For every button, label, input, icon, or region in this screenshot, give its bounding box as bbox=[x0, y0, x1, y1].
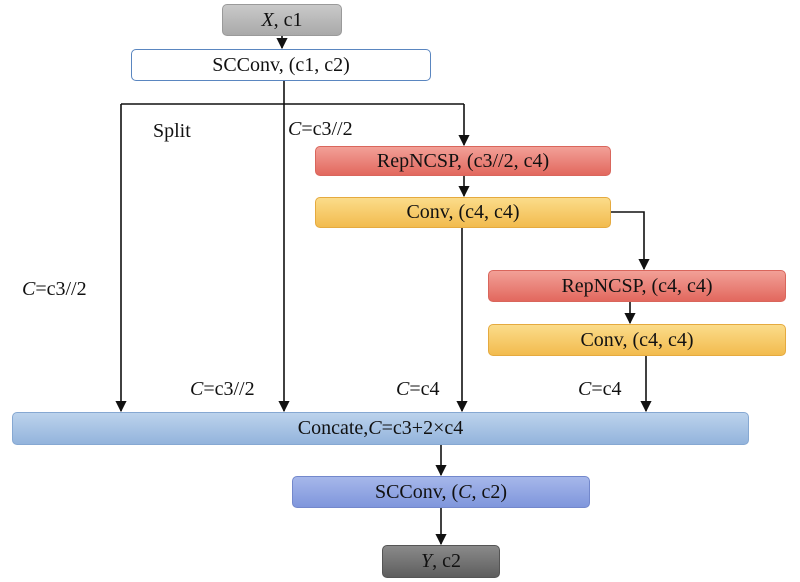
scconv-in-node: SCConv, (c1, c2) bbox=[131, 49, 431, 81]
concat-node: Concate, C=c3+2×c4 bbox=[12, 412, 749, 445]
scconv-out-node: SCConv, (C, c2) bbox=[292, 476, 590, 508]
scconv-out-prefix: SCConv, ( bbox=[374, 480, 459, 503]
branch-top-var: C bbox=[288, 118, 302, 140]
branch-c4-a-var: C bbox=[396, 378, 410, 400]
input-node: X, c1 bbox=[222, 4, 342, 36]
scconv-in-label: SCConv, (c1, c2) bbox=[212, 53, 350, 76]
repncsp-1-label: RepNCSP, (c3//2, c4) bbox=[376, 149, 550, 172]
repncsp-1-node: RepNCSP, (c3//2, c4) bbox=[315, 146, 611, 176]
branch-c4-b-label: C=c4 bbox=[578, 379, 622, 399]
branch-top-label: C=c3//2 bbox=[288, 119, 353, 139]
conv-2-label: Conv, (c4, c4) bbox=[580, 328, 694, 351]
output-node: Y, c2 bbox=[382, 545, 500, 578]
branch-mid-rest: =c3//2 bbox=[203, 378, 255, 400]
arrow-conv1-to-repncsp2 bbox=[611, 211, 650, 271]
branch-c4-a-label: C=c4 bbox=[396, 379, 440, 399]
conv-2-node: Conv, (c4, c4) bbox=[488, 324, 786, 356]
conv-1-label: Conv, (c4, c4) bbox=[406, 201, 520, 223]
branch-c4-b-var: C bbox=[578, 378, 592, 400]
branch-left-rest: =c3//2 bbox=[35, 278, 87, 300]
concat-rest: =c3+2×c4 bbox=[381, 417, 464, 439]
input-var: X bbox=[261, 8, 274, 31]
output-label: , c2 bbox=[432, 550, 461, 572]
branch-mid-label: C=c3//2 bbox=[190, 379, 255, 399]
branch-c4-a-rest: =c4 bbox=[409, 378, 440, 400]
branch-top-rest: =c3//2 bbox=[301, 118, 353, 140]
input-label: , c1 bbox=[273, 8, 303, 31]
branch-left-var: C bbox=[22, 278, 36, 300]
branch-mid-var: C bbox=[190, 378, 204, 400]
concat-prefix: Concate, bbox=[297, 417, 369, 439]
scconv-out-rest: , c2) bbox=[471, 480, 508, 503]
concat-var: C bbox=[368, 417, 382, 439]
conv-1-node: Conv, (c4, c4) bbox=[315, 197, 611, 228]
branch-c4-b-rest: =c4 bbox=[591, 378, 622, 400]
scconv-out-var: C bbox=[458, 480, 472, 503]
branch-left-label: C=c3//2 bbox=[22, 279, 87, 299]
split-label: Split bbox=[153, 120, 191, 142]
repncsp-2-node: RepNCSP, (c4, c4) bbox=[488, 270, 786, 302]
repncsp-2-label: RepNCSP, (c4, c4) bbox=[561, 274, 713, 297]
output-var: Y bbox=[420, 550, 433, 572]
